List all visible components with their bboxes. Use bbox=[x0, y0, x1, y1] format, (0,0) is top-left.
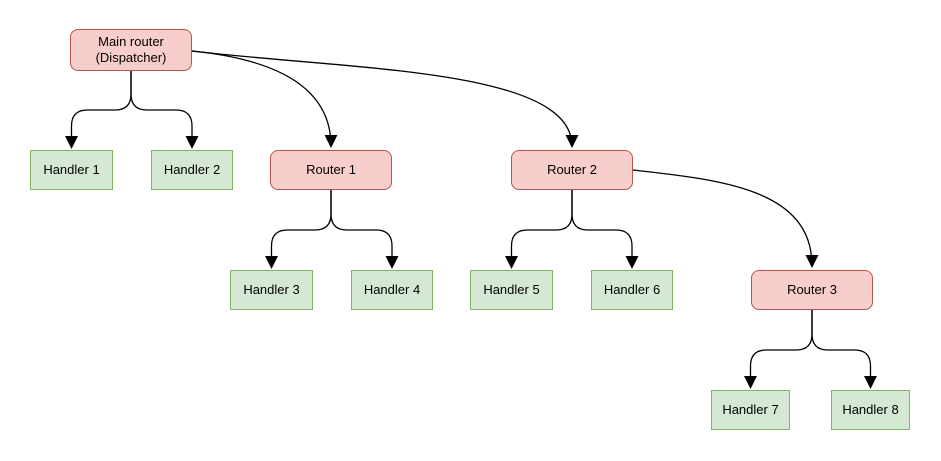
edge-router3-to-handler7 bbox=[744, 310, 813, 389]
edge-main-to-handler1 bbox=[65, 71, 132, 149]
node-label: (Dispatcher) bbox=[95, 50, 167, 65]
node-label: Handler 1 bbox=[43, 162, 100, 177]
edge-router2-to-handler5 bbox=[505, 190, 573, 269]
node-handler-1: Handler 1 bbox=[30, 150, 113, 190]
node-handler-4: Handler 4 bbox=[351, 270, 433, 310]
node-label: Router 3 bbox=[787, 282, 837, 297]
node-label: Main router bbox=[98, 34, 164, 49]
node-label: Handler 8 bbox=[842, 402, 899, 417]
node-router-1: Router 1 bbox=[270, 150, 392, 190]
node-router-3: Router 3 bbox=[751, 270, 873, 310]
node-label: Handler 5 bbox=[483, 282, 540, 297]
node-handler-7: Handler 7 bbox=[711, 390, 790, 430]
edge-router1-to-handler3 bbox=[265, 190, 332, 269]
node-label: Router 1 bbox=[306, 162, 356, 177]
node-label: Handler 3 bbox=[243, 282, 300, 297]
edge-main-to-router1 bbox=[191, 50, 338, 148]
edge-router2-to-handler6 bbox=[571, 190, 639, 269]
node-label: Handler 6 bbox=[603, 282, 661, 297]
node-label: Router 2 bbox=[547, 162, 597, 177]
node-handler-2: Handler 2 bbox=[151, 150, 233, 190]
node-label: Handler 2 bbox=[163, 162, 221, 177]
node-handler-5: Handler 5 bbox=[470, 270, 553, 310]
node-label: Handler 4 bbox=[363, 282, 421, 297]
edge-router1-to-handler4 bbox=[330, 190, 399, 269]
node-handler-8: Handler 8 bbox=[831, 390, 910, 430]
node-label: Handler 7 bbox=[722, 402, 779, 417]
node-router-2: Router 2 bbox=[511, 150, 633, 190]
edge-main-to-handler2 bbox=[130, 71, 199, 149]
edge-main-to-router2 bbox=[191, 50, 579, 148]
node-handler-3: Handler 3 bbox=[230, 270, 313, 310]
node-handler-6: Handler 6 bbox=[591, 270, 673, 310]
edge-router3-to-handler8 bbox=[811, 310, 877, 389]
node-main-router: Main router (Dispatcher) bbox=[70, 29, 192, 71]
edge-router2-to-router3 bbox=[632, 169, 819, 268]
